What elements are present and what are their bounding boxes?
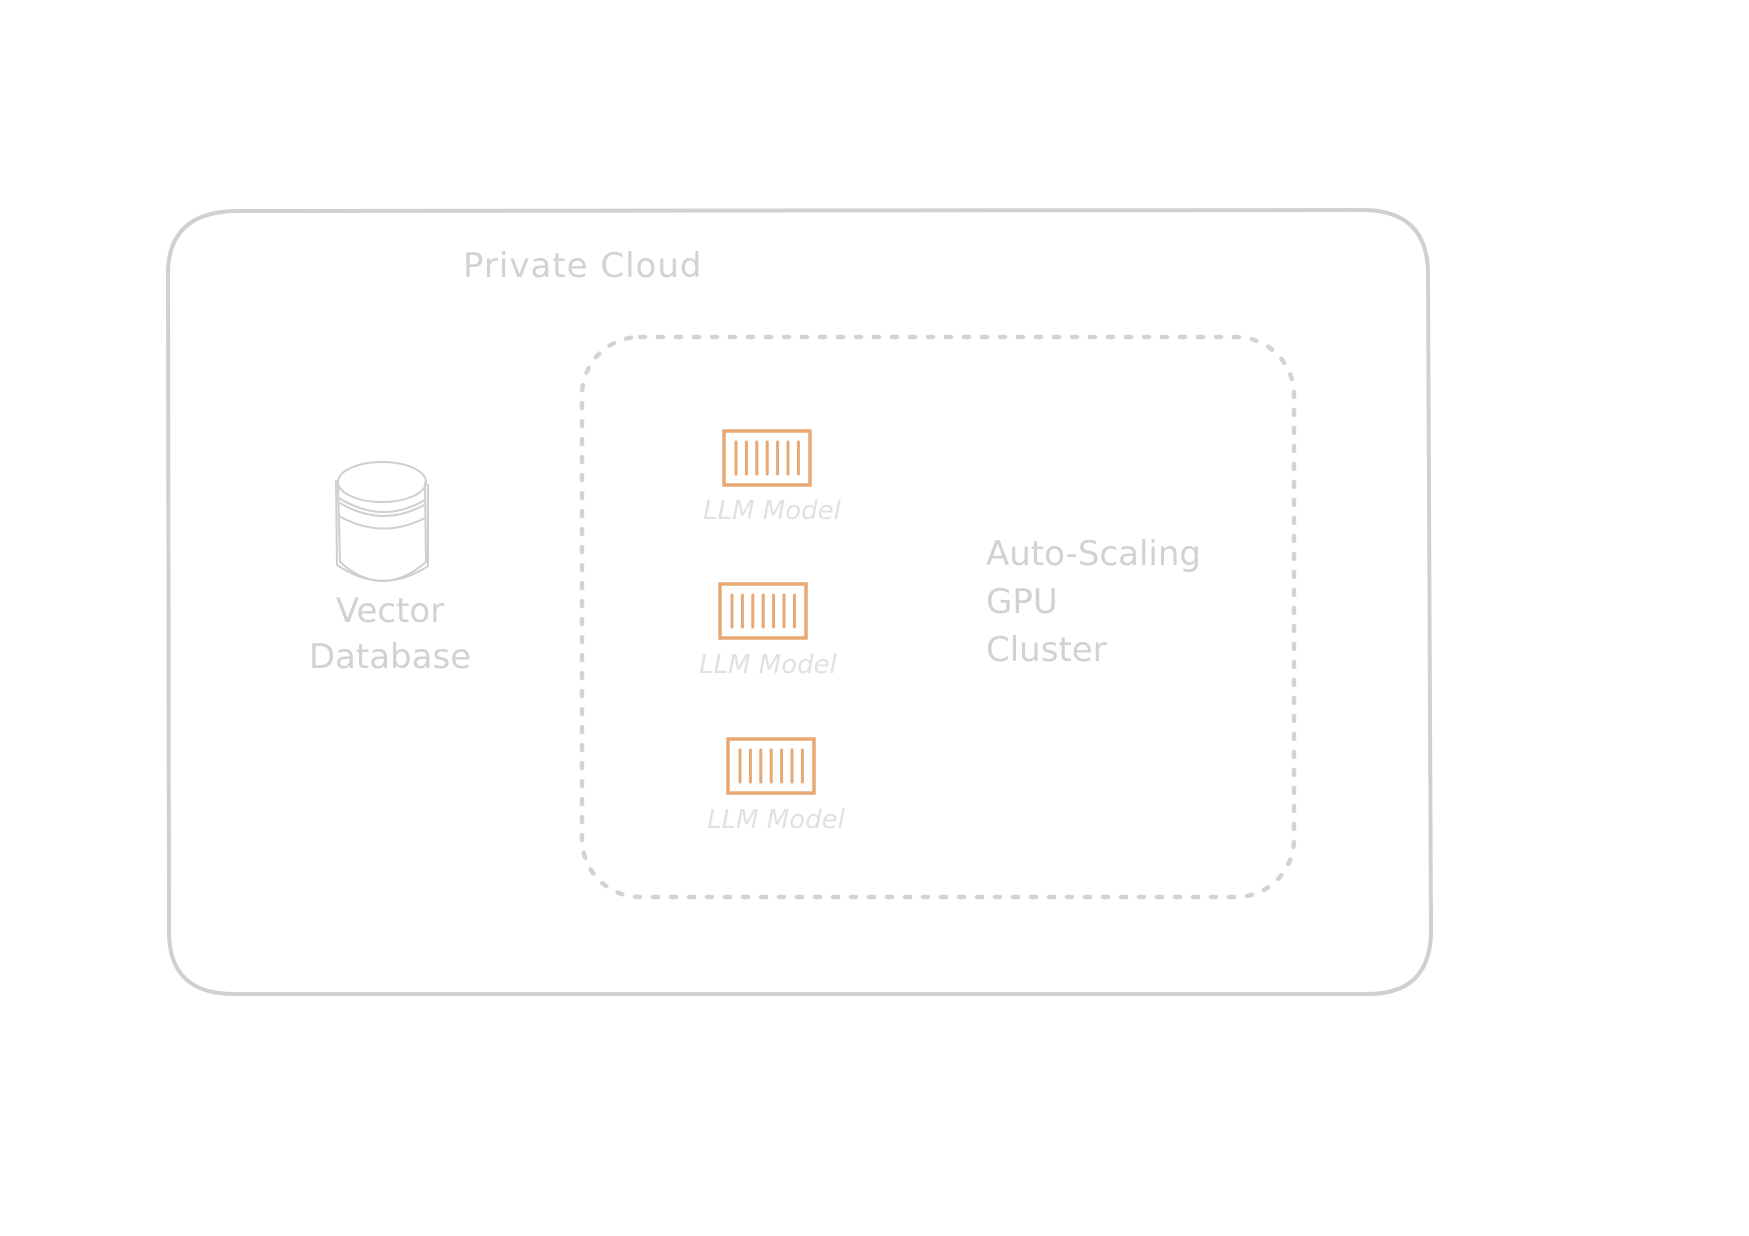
- gpu-cluster-label: Auto-Scaling GPU Cluster: [986, 534, 1201, 670]
- database-cylinder-icon: [335, 461, 429, 582]
- private-cloud-boundary: [166, 208, 1433, 996]
- vector-database-label: Vector Database: [308, 591, 472, 677]
- container-icon: [718, 582, 808, 640]
- container-icon: [726, 737, 816, 795]
- private-cloud-title: Private Cloud: [463, 246, 703, 286]
- container-frame: [726, 737, 816, 795]
- llm-model-label-2: LLM Model: [699, 650, 837, 680]
- container-icon: [722, 429, 812, 487]
- llm-model-label-1: LLM Model: [703, 496, 841, 526]
- container-frame: [722, 429, 812, 487]
- llm-model-label-3: LLM Model: [707, 805, 845, 835]
- gpu-cluster-boundary: [579, 334, 1297, 900]
- container-frame: [718, 582, 808, 640]
